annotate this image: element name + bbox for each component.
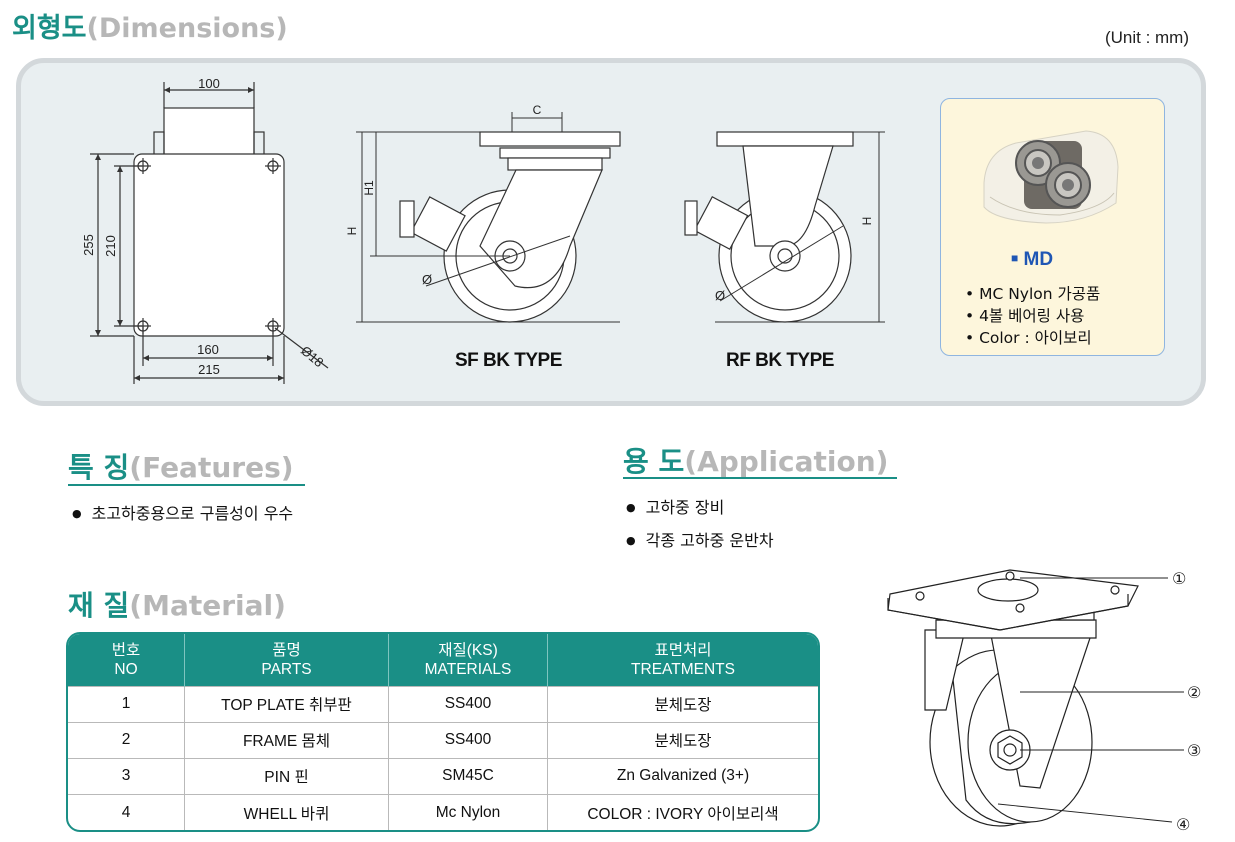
table-row: 4 WHELL 바퀴 Mc Nylon COLOR : IVORY 아이보리색 <box>68 794 818 830</box>
callout-2: ② <box>1187 683 1201 702</box>
dim-210: 210 <box>103 235 118 257</box>
table-row: 1 TOP PLATE 취부판 SS400 분체도장 <box>68 685 818 723</box>
cell-no: 1 <box>68 685 185 723</box>
dim-100: 100 <box>198 76 220 91</box>
top-view-drawing: 100 255 210 160 215 Ø18 <box>81 76 329 384</box>
features-list: 초고하중용으로 구름성이 우수 <box>72 498 294 531</box>
dimensions-title: 외형도(Dimensions) <box>12 6 288 45</box>
dim-hole: Ø18 <box>298 343 326 370</box>
application-title: 용 도(Application) <box>623 440 888 480</box>
cell-no: 3 <box>68 757 185 795</box>
cell-treatment: Zn Galvanized (3+) <box>547 757 818 795</box>
material-title: 재 질(Material) <box>68 584 286 624</box>
features-title-en: (Features) <box>129 451 294 484</box>
material-title-ko: 재 질 <box>68 589 130 622</box>
application-list: 고하중 장비 각종 고하중 운반차 <box>626 492 774 558</box>
cell-material: Mc Nylon <box>388 794 548 830</box>
material-title-en: (Material) <box>129 589 286 622</box>
header-treatments-en: TREATMENTS <box>631 660 735 678</box>
callout-4: ④ <box>1176 815 1190 834</box>
cell-material: SS400 <box>388 721 548 759</box>
header-treatments-ko: 표면처리 <box>654 641 712 659</box>
dim-h1: H1 <box>362 180 376 196</box>
md-feature-list: • MC Nylon 가공품 • 4볼 베어링 사용 • Color : 아이보… <box>965 283 1100 349</box>
md-title-text: MD <box>1023 249 1054 270</box>
application-title-ko: 용 도 <box>623 445 685 478</box>
dim-255: 255 <box>81 234 96 256</box>
dimensions-title-ko: 외형도 <box>12 13 87 44</box>
dim-215: 215 <box>198 362 220 377</box>
dim-phi-rf: Ø <box>715 288 725 303</box>
header-no-ko: 번호 <box>111 641 141 659</box>
sf-bk-drawing: C H1 H Ø <box>345 103 621 323</box>
cell-treatment: 분체도장 <box>547 685 818 723</box>
features-title-ko: 특 징 <box>68 451 130 484</box>
cell-material: SM45C <box>388 757 548 795</box>
callout-1: ① <box>1172 569 1186 588</box>
rf-bk-label: RF BK TYPE <box>726 350 834 371</box>
table-row: 3 PIN 핀 SM45C Zn Galvanized (3+) <box>68 757 818 795</box>
cell-no: 2 <box>68 721 185 759</box>
header-materials: 재질(KS)MATERIALS <box>388 634 548 686</box>
md-item: • Color : 아이보리 <box>965 329 1092 347</box>
features-underline <box>68 484 305 486</box>
rf-bk-drawing: H Ø <box>684 131 885 323</box>
cell-part: FRAME 몸체 <box>184 721 389 759</box>
dim-h: H <box>345 227 359 236</box>
dimensions-title-en: (Dimensions) <box>86 13 288 44</box>
header-materials-en: MATERIALS <box>424 660 512 678</box>
unit-label: (Unit : mm) <box>1104 28 1189 47</box>
dim-phi: Ø <box>422 272 432 287</box>
cell-no: 4 <box>68 794 185 830</box>
callout-3: ③ <box>1187 741 1201 760</box>
features-title: 특 징(Features) <box>68 446 294 486</box>
application-item: 각종 고하중 운반차 <box>626 525 774 558</box>
header-materials-ko: 재질(KS) <box>438 641 498 659</box>
sf-bk-label: SF BK TYPE <box>455 350 562 371</box>
dim-h-rf: H <box>860 217 874 226</box>
md-item: • MC Nylon 가공품 <box>965 285 1101 303</box>
table-row: 2 FRAME 몸체 SS400 분체도장 <box>68 721 818 759</box>
cell-part: PIN 핀 <box>184 757 389 795</box>
dim-160: 160 <box>197 342 219 357</box>
md-wheel-photo <box>983 130 1119 224</box>
cell-treatment: COLOR : IVORY 아이보리색 <box>547 794 818 830</box>
header-no-en: NO <box>114 660 138 678</box>
cell-treatment: 분체도장 <box>547 721 818 759</box>
feature-item: 초고하중용으로 구름성이 우수 <box>72 498 294 531</box>
caster-perspective-drawing: ① ② ③ ④ <box>887 569 1201 834</box>
md-info-box: ■ MD • MC Nylon 가공품 • 4볼 베어링 사용 • Color … <box>940 98 1165 356</box>
md-item: • 4볼 베어링 사용 <box>965 307 1085 325</box>
cell-part: WHELL 바퀴 <box>184 794 389 830</box>
header-parts-ko: 품명 <box>272 641 301 659</box>
application-item: 고하중 장비 <box>626 492 774 525</box>
header-parts-en: PARTS <box>261 660 312 678</box>
cell-part: TOP PLATE 취부판 <box>184 685 389 723</box>
md-title: ■ MD <box>1011 249 1054 270</box>
application-underline <box>623 477 897 479</box>
application-title-en: (Application) <box>684 445 889 478</box>
cell-material: SS400 <box>388 685 548 723</box>
dim-c: C <box>533 103 542 117</box>
